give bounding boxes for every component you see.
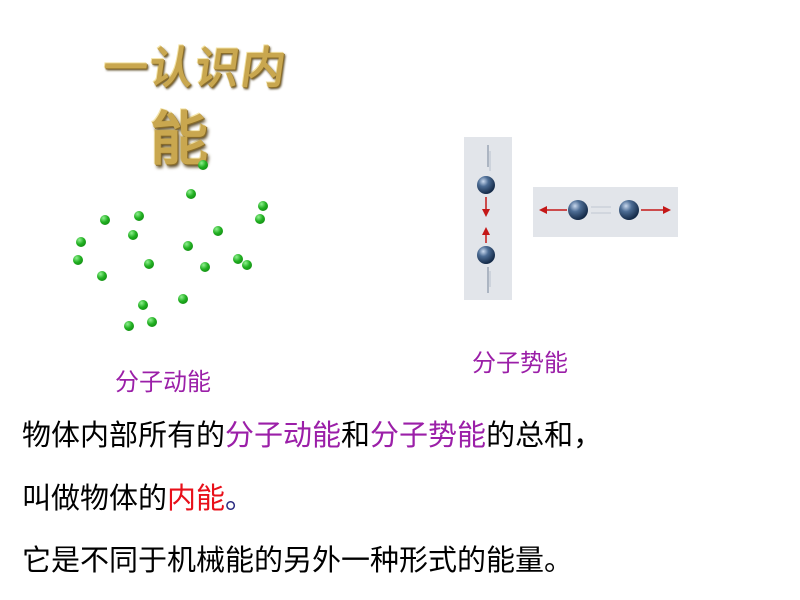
molecular-attraction-figure	[464, 137, 512, 300]
term-internal-energy: 内能	[167, 481, 226, 515]
molecule-dot	[242, 260, 252, 270]
molecule-dot	[258, 201, 268, 211]
line1-prefix: 物体内部所有的	[22, 418, 226, 452]
molecule-dot	[128, 230, 138, 240]
molecule-dot	[200, 262, 210, 272]
line1-suffix: 的总和，	[486, 418, 603, 452]
molecule-dot	[186, 189, 196, 199]
repulsion-diagram	[539, 200, 671, 220]
molecule-dot	[73, 255, 83, 265]
molecule-dot	[213, 226, 223, 236]
molecule-dot	[134, 211, 144, 221]
term-kinetic-energy: 分子动能	[225, 418, 342, 452]
line2-end: 。	[225, 481, 255, 515]
molecule-dot	[76, 237, 86, 247]
molecular-repulsion-figure	[533, 187, 678, 237]
molecule-dot	[97, 271, 107, 281]
definition-line-2: 叫做物体的内能。	[22, 475, 254, 517]
potential-energy-caption: 分子势能	[472, 349, 568, 377]
definition-line-3: 它是不同于机械能的另外一种形式的能量。	[22, 543, 574, 577]
definition-line-1: 物体内部所有的分子动能和分子势能的总和，	[22, 412, 602, 454]
molecule-dot	[138, 300, 148, 310]
title-line1: 一认识内	[99, 43, 291, 94]
kinetic-energy-caption: 分子动能	[115, 368, 211, 396]
molecule-dot	[147, 317, 157, 327]
term-potential-energy: 分子势能	[370, 418, 487, 452]
molecule-dot	[233, 254, 243, 264]
molecule-dot	[124, 321, 134, 331]
molecule-dot	[100, 215, 110, 225]
molecule-dot	[198, 160, 208, 170]
molecule-dot	[183, 241, 193, 251]
line1-and: 和	[341, 418, 371, 452]
molecule-dot	[178, 294, 188, 304]
molecule-dot	[255, 214, 265, 224]
line2-prefix: 叫做物体的	[22, 481, 168, 515]
attraction-diagram	[477, 145, 495, 293]
molecule-dot	[144, 259, 154, 269]
